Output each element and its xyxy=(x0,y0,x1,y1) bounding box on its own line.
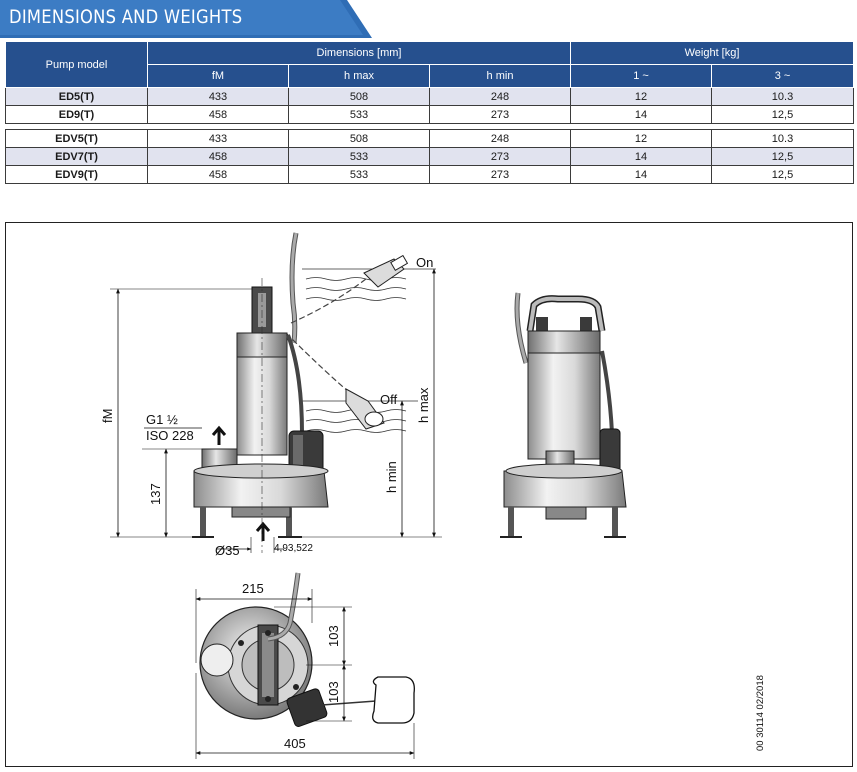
technical-drawing-frame: On Off xyxy=(5,222,853,767)
label-hole: 4,93,522 xyxy=(274,543,313,554)
pump-top-view: 215 103 103 405 xyxy=(195,572,415,759)
cell-model: EDV7(T) xyxy=(5,147,148,166)
cell-weight-3ph: 12,5 xyxy=(710,105,855,124)
cell-model: EDV9(T) xyxy=(5,165,148,184)
cell-fm: 433 xyxy=(147,129,289,148)
cell-fm: 433 xyxy=(147,87,289,106)
dimensions-weights-table: Pump model Dimensions [mm] Weight [kg] f… xyxy=(5,41,855,184)
cell-hmax: 533 xyxy=(288,147,430,166)
header-weight: Weight [kg] xyxy=(569,41,855,65)
label-hmax: h max xyxy=(416,387,431,423)
cell-fm: 458 xyxy=(147,165,289,184)
cell-hmin: 273 xyxy=(429,105,571,124)
cell-hmax: 508 xyxy=(288,87,430,106)
label-405: 405 xyxy=(284,736,306,751)
cell-weight-1ph: 14 xyxy=(570,165,712,184)
cell-weight-1ph: 14 xyxy=(570,105,712,124)
cell-weight-1ph: 12 xyxy=(570,87,712,106)
cell-hmin: 273 xyxy=(429,165,571,184)
technical-drawing: On Off xyxy=(100,232,766,759)
label-103-bottom: 103 xyxy=(326,681,341,703)
table-row: ED9(T) 458 533 273 14 12,5 xyxy=(5,105,855,124)
label-off: Off xyxy=(380,392,397,407)
table-row: EDV7(T) 458 533 273 14 12,5 xyxy=(5,147,855,166)
cell-fm: 458 xyxy=(147,105,289,124)
cell-weight-3ph: 10.3 xyxy=(710,129,855,148)
pump-front-view: On Off xyxy=(100,232,442,558)
subheader-hmin: h min xyxy=(429,64,571,88)
cell-model: ED5(T) xyxy=(5,87,148,106)
cell-hmin: 248 xyxy=(429,87,571,106)
cell-weight-3ph: 10.3 xyxy=(710,87,855,106)
header-dimensions: Dimensions [mm] xyxy=(147,41,571,65)
label-thread-g1: G1 ½ xyxy=(146,412,178,427)
label-diameter: Ø35 xyxy=(215,543,240,558)
table-row: ED5(T) 433 508 248 12 10.3 xyxy=(5,87,855,106)
section-header-banner: DIMENSIONS AND WEIGHTS xyxy=(0,0,372,38)
float-off-position xyxy=(345,388,385,430)
table-row: EDV5(T) 433 508 248 12 10.3 xyxy=(5,129,855,148)
cell-fm: 458 xyxy=(147,147,289,166)
cell-weight-3ph: 12,5 xyxy=(710,165,855,184)
subheader-weight-1ph: 1 ~ xyxy=(570,64,712,88)
cell-hmax: 533 xyxy=(288,165,430,184)
label-137: 137 xyxy=(148,483,163,505)
cell-model: EDV5(T) xyxy=(5,129,148,148)
subheader-fm: fM xyxy=(147,64,289,88)
label-215: 215 xyxy=(242,581,264,596)
header-pump-model: Pump model xyxy=(5,41,148,88)
cell-hmax: 533 xyxy=(288,105,430,124)
label-on: On xyxy=(416,255,433,270)
drawing-code: 00 30114 02/2018 xyxy=(755,675,766,751)
subheader-weight-3ph: 3 ~ xyxy=(710,64,855,88)
section-title: DIMENSIONS AND WEIGHTS xyxy=(9,6,243,28)
label-hmin: h min xyxy=(384,461,399,493)
pump-side-view xyxy=(500,292,627,538)
cell-hmax: 508 xyxy=(288,129,430,148)
cell-weight-1ph: 12 xyxy=(570,129,712,148)
table-row: EDV9(T) 458 533 273 14 12,5 xyxy=(5,165,855,184)
cell-hmin: 248 xyxy=(429,129,571,148)
cell-model: ED9(T) xyxy=(5,105,148,124)
subheader-hmax: h max xyxy=(288,64,430,88)
float-on-position xyxy=(363,254,409,288)
cell-hmin: 273 xyxy=(429,147,571,166)
cell-weight-3ph: 12,5 xyxy=(710,147,855,166)
label-fm: fM xyxy=(100,409,115,423)
cell-weight-1ph: 14 xyxy=(570,147,712,166)
label-103-top: 103 xyxy=(326,625,341,647)
banner-shape xyxy=(0,0,372,38)
label-thread-iso: ISO 228 xyxy=(146,428,194,443)
